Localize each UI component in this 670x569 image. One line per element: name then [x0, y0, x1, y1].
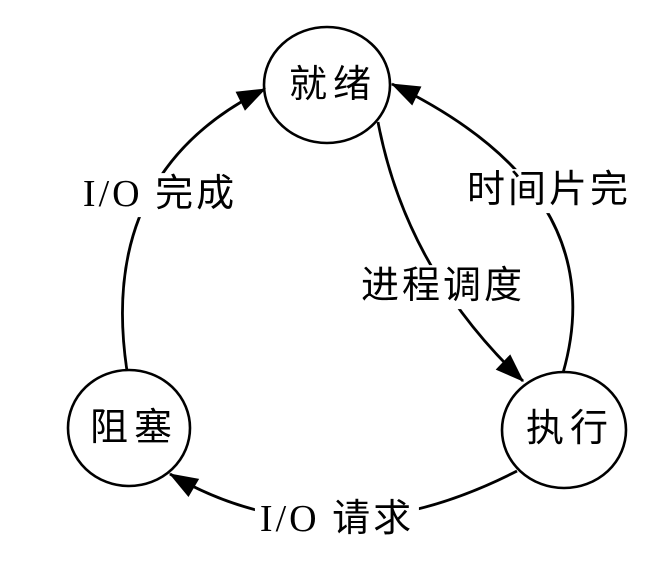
- transition-arrow-io-complete: [121, 87, 267, 372]
- transition-label-io-request: I/O 请求: [254, 498, 420, 542]
- transition-arrow-process-scheduling: [376, 121, 524, 383]
- transition-arrow-time-slice-expired: [390, 82, 575, 374]
- state-label-blocked: 阻塞: [89, 407, 179, 450]
- transition-label-time-slice-expired: 时间片完: [461, 169, 637, 213]
- transition-label-process-scheduling: 进程调度: [355, 265, 531, 309]
- state-circle-blocked: [66, 368, 192, 488]
- state-label-running: 执行: [525, 408, 615, 451]
- state-circle-ready: [262, 25, 392, 145]
- transition-label-io-complete: I/O 完成: [77, 173, 243, 217]
- state-label-ready: 就绪: [288, 64, 378, 107]
